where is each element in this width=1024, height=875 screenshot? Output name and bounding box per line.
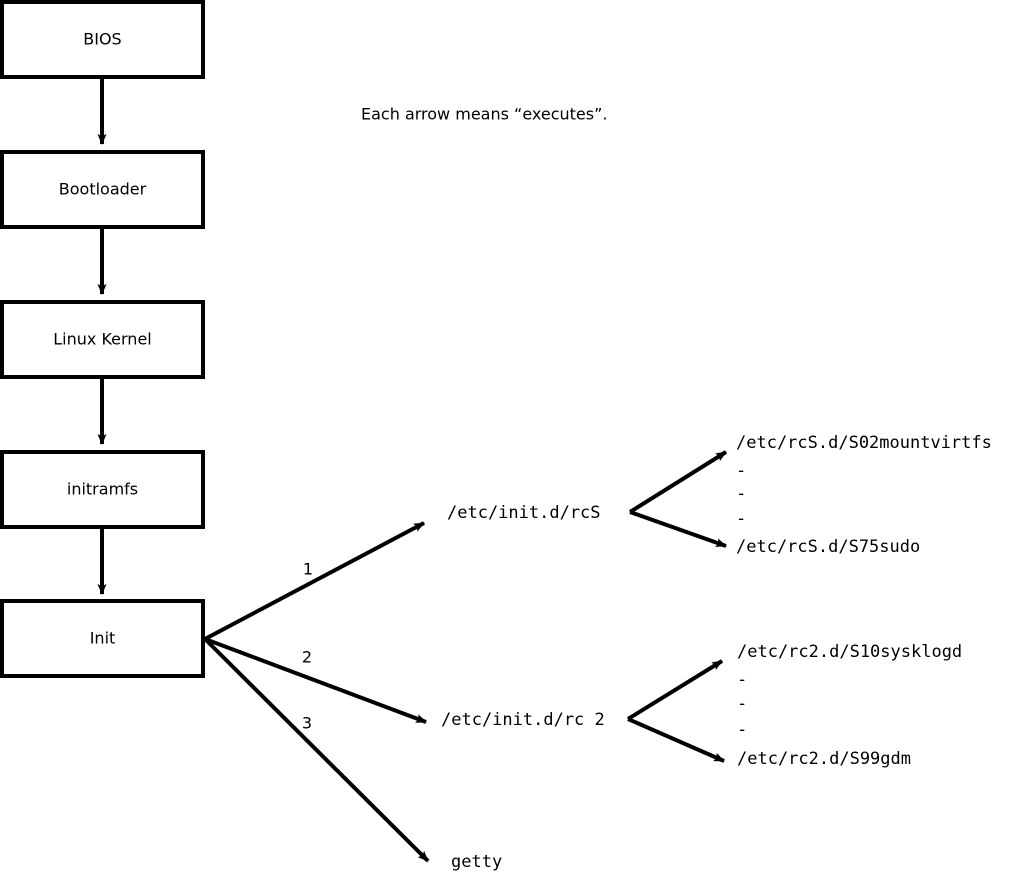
edge-number-3: 3	[302, 714, 312, 733]
box-linux-kernel[interactable]: Linux Kernel	[0, 300, 205, 379]
edge-rcs-to-last-script	[629, 510, 727, 548]
box-init[interactable]: Init	[0, 599, 205, 678]
edge-number-2: 2	[302, 648, 312, 667]
box-bootloader[interactable]: Bootloader	[0, 150, 205, 229]
box-init-label: Init	[90, 629, 116, 648]
edge-init-to-rc2	[204, 637, 427, 724]
ellipsis-dash-rcs-1: -	[736, 461, 746, 481]
branch-rcs-scripts: /etc/rcS.d/S02mountvirtfs - - - /etc/rcS…	[628, 433, 992, 557]
edge-rc2-to-first-script	[626, 659, 724, 721]
node-rc2-label[interactable]: /etc/init.d/rc 2	[441, 710, 605, 730]
box-initramfs-label: initramfs	[67, 480, 138, 499]
branch-rc2-scripts: /etc/rc2.d/S10sysklogd - - - /etc/rc2.d/…	[626, 642, 962, 769]
edge-rcs-to-first-script	[628, 450, 728, 514]
init-fanout-edge-numbers: 1 2 3	[302, 560, 313, 733]
edge-init-to-rcs	[204, 521, 425, 641]
box-init-rect	[0, 599, 205, 678]
edge-init-to-getty	[203, 637, 430, 863]
leaf-rcs-first[interactable]: /etc/rcS.d/S02mountvirtfs	[736, 433, 992, 453]
ellipsis-dash-rcs-2: -	[736, 484, 746, 504]
ellipsis-dash-rcs-3: -	[736, 509, 746, 529]
leaf-rc2-first[interactable]: /etc/rc2.d/S10sysklogd	[737, 642, 962, 662]
box-bootloader-rect	[0, 150, 205, 229]
box-bios-rect	[0, 0, 205, 79]
box-initramfs[interactable]: initramfs	[0, 450, 205, 529]
diagram-caption: Each arrow means “executes”.	[361, 105, 607, 124]
box-bios[interactable]: BIOS	[0, 0, 205, 79]
box-linux-kernel-label: Linux Kernel	[53, 330, 151, 349]
ellipsis-dash-rc2-3: -	[737, 720, 747, 740]
ellipsis-dash-rc2-1: -	[737, 670, 747, 690]
node-rcs-label[interactable]: /etc/init.d/rcS	[447, 503, 601, 523]
leaf-rc2-last[interactable]: /etc/rc2.d/S99gdm	[737, 749, 911, 769]
box-initramfs-rect	[0, 450, 205, 529]
box-bootloader-label: Bootloader	[59, 180, 147, 199]
ellipsis-dash-rc2-2: -	[737, 694, 747, 714]
leaf-rcs-last[interactable]: /etc/rcS.d/S75sudo	[736, 537, 920, 557]
box-bios-label: BIOS	[83, 30, 121, 49]
edge-number-1: 1	[303, 560, 313, 579]
node-getty-label[interactable]: getty	[451, 852, 502, 872]
init-fanout-edges	[203, 521, 430, 863]
edge-rc2-to-last-script	[627, 717, 725, 763]
box-linux-kernel-rect	[0, 300, 205, 379]
